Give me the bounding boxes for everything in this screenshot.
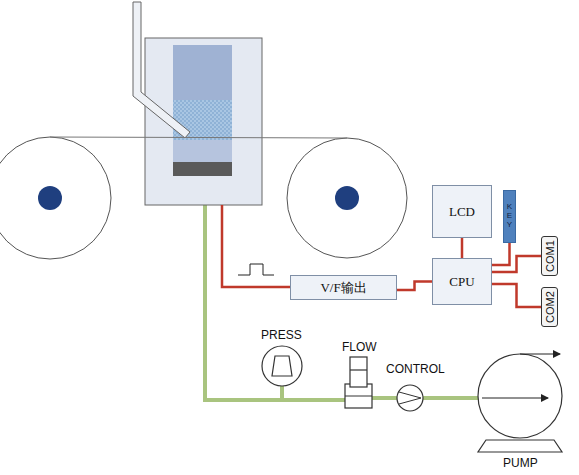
tape [50,137,347,138]
pump-symbol [478,354,562,452]
pulse-symbol [238,264,274,275]
signal-wire [222,205,290,287]
feed-tube [133,2,190,138]
part-label: CONTROL [386,362,445,376]
node-label: V/F输出 [320,279,366,297]
part-label: FLOW [342,340,377,354]
flow-meter [345,357,372,408]
part-label: PUMP [503,456,538,470]
sensor-housing [145,38,262,205]
signal-line [492,284,541,307]
signal-line [492,256,541,272]
cpu-box: CPU [432,258,492,305]
lcd-box: LCD [432,185,492,238]
left-reel [0,137,111,259]
signal-line [492,243,510,265]
node-label: LCD [449,204,475,220]
signal-line [461,238,464,258]
signal-line [397,282,432,291]
node-label: COM2 [544,291,556,323]
node-label: COM1 [544,240,556,272]
right-reel [287,138,407,258]
node-label: KEY [506,203,514,229]
com-port: COM1 [541,236,558,276]
pressure-gauge [262,346,302,386]
part-label: PRESS [261,328,302,342]
key-box: KEY [503,190,516,243]
control-valve [397,385,423,411]
com-port: COM2 [541,287,558,327]
node-label: CPU [449,274,474,290]
vf-output-box: V/F输出 [290,275,397,300]
